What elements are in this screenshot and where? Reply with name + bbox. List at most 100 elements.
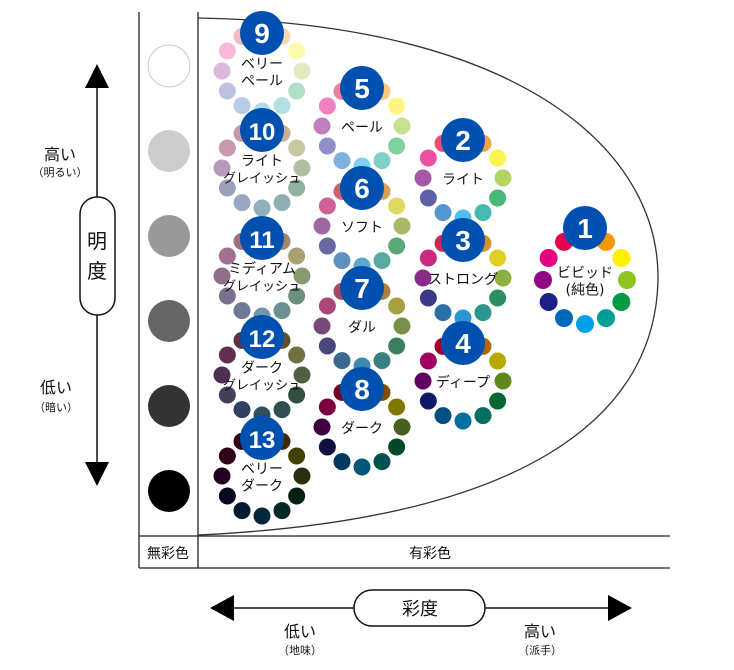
- color-dot: [318, 398, 336, 416]
- color-dot: [597, 309, 615, 328]
- color-dot: [213, 467, 231, 485]
- color-dot: [333, 252, 351, 270]
- tone-label: ソフト: [341, 220, 383, 236]
- color-dot: [213, 366, 231, 384]
- color-dot: [293, 366, 311, 384]
- achromatic-label: 無彩色: [147, 545, 189, 562]
- color-dot: [318, 237, 336, 255]
- tone-label: ダーク: [241, 479, 283, 495]
- color-dot: [576, 315, 594, 333]
- tone-ring-1: ビビッド(純色) 1: [534, 206, 636, 333]
- color-dot: [419, 392, 437, 410]
- lightness-high-sub: （明るい）: [33, 166, 88, 179]
- tone-rings: ビビッド(純色)1ライト2ストロング3ディープ4ペール5ソフト6ダル7ダーク8ベ…: [213, 11, 636, 525]
- color-dot: [434, 407, 452, 425]
- arrow-left-icon: [210, 595, 234, 621]
- color-dot: [388, 197, 406, 215]
- color-dot: [293, 267, 311, 285]
- color-dot: [489, 149, 507, 167]
- tone-label: ダーク: [341, 421, 383, 437]
- color-dot: [414, 372, 432, 390]
- gray-swatch: [148, 215, 190, 257]
- color-dot: [288, 247, 306, 265]
- color-dot: [218, 287, 236, 305]
- chromatic-boundary-curve: [197, 17, 659, 536]
- color-dot: [293, 159, 311, 177]
- tone-number: 12: [249, 326, 276, 353]
- tone-number: 6: [354, 173, 370, 204]
- color-dot: [494, 169, 512, 187]
- tone-number-badge: [240, 11, 284, 55]
- tone-ring-7: ダル7: [313, 266, 411, 375]
- color-dot: [419, 289, 437, 307]
- color-dot: [419, 352, 437, 370]
- color-dot: [288, 386, 306, 404]
- color-dot: [474, 304, 492, 322]
- color-dot: [273, 401, 291, 419]
- tone-number: 7: [354, 273, 370, 304]
- tone-number-badge: [563, 206, 607, 250]
- tone-label: グレイッシュ: [223, 379, 301, 394]
- color-dot: [454, 412, 472, 430]
- tone-label: ディープ: [436, 374, 490, 391]
- tone-number: 1: [577, 213, 593, 244]
- lightness-axis: 明 度 高い （明るい） 低い （暗い）: [33, 64, 116, 486]
- color-dot: [318, 438, 336, 456]
- tone-number-badge: [340, 266, 384, 310]
- color-dot: [539, 293, 558, 311]
- tone-label: ペール: [341, 120, 383, 136]
- tone-number-badge: [240, 216, 284, 260]
- saturation-low-sub: （地味）: [278, 644, 322, 657]
- color-dot: [288, 487, 306, 505]
- color-dot: [618, 271, 636, 289]
- color-dot: [288, 82, 306, 100]
- color-dot: [393, 117, 411, 135]
- color-dot: [318, 297, 336, 315]
- arrow-up-icon: [85, 64, 109, 88]
- tone-label: ビビッド: [557, 266, 613, 282]
- color-dot: [233, 97, 251, 115]
- color-dot: [489, 289, 507, 307]
- color-dot: [489, 249, 507, 267]
- tone-label: グレイッシュ: [223, 280, 301, 295]
- color-dot: [419, 189, 437, 207]
- tone-label: (純色): [566, 282, 605, 299]
- color-dot: [273, 97, 291, 115]
- color-dot: [353, 458, 371, 476]
- color-dot: [253, 507, 271, 525]
- tone-number: 9: [254, 18, 270, 49]
- color-dot: [233, 401, 251, 419]
- lightness-low-sub: （暗い）: [34, 400, 78, 414]
- color-dot: [539, 249, 558, 267]
- color-dot: [393, 317, 411, 335]
- tone-label: ベリー: [241, 57, 283, 73]
- lightness-pill: [79, 196, 116, 316]
- color-dot: [213, 159, 231, 177]
- color-dot: [218, 82, 236, 100]
- color-dot: [318, 197, 336, 215]
- color-dot: [253, 199, 271, 217]
- tone-number-badge: [240, 416, 284, 460]
- tone-number-badge: [340, 166, 384, 210]
- color-dot: [419, 149, 437, 167]
- color-dot: [288, 42, 306, 60]
- color-dot: [393, 217, 411, 235]
- color-dot: [388, 137, 406, 155]
- color-dot: [273, 502, 291, 520]
- color-dot: [233, 194, 251, 212]
- tone-number: 10: [249, 119, 276, 146]
- color-dot: [534, 271, 552, 289]
- color-dot: [434, 304, 452, 322]
- lightness-label-1: 明: [87, 229, 107, 253]
- color-dot: [233, 502, 251, 520]
- color-dot: [218, 179, 236, 197]
- color-dot: [434, 204, 452, 222]
- chromatic-label: 有彩色: [409, 545, 451, 562]
- color-dot: [388, 438, 406, 456]
- tone-number-badge: [340, 66, 384, 110]
